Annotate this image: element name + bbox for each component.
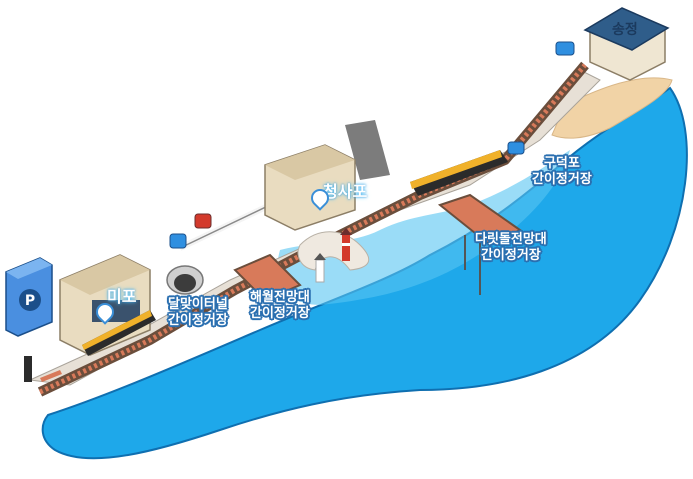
stop-label-line1: 구덕포	[543, 156, 580, 171]
cheongsapo-station-building	[264, 144, 356, 231]
stop-label-line1: 해월전망대	[250, 290, 310, 305]
train	[82, 310, 156, 356]
songjeong-station-building	[583, 7, 670, 81]
stop-label-line2: 간이정거장	[532, 172, 592, 188]
road	[345, 120, 390, 180]
sky-capsule	[507, 141, 525, 155]
beach	[551, 77, 673, 139]
haewol-pier	[233, 253, 302, 302]
train	[410, 150, 508, 196]
sky-capsule	[194, 213, 212, 229]
station-name-mipo: 미포	[107, 287, 137, 306]
stop-label-line1: 달맞이터널	[168, 297, 228, 312]
darittol-pier	[437, 193, 522, 247]
station-sign-mipo[interactable]: 미포	[107, 283, 136, 307]
sky-capsule	[555, 41, 575, 56]
stop-label-line2: 간이정거장	[168, 313, 228, 329]
stop-label-dalmaji[interactable]: 달맞이터널 간이정거장	[168, 297, 228, 330]
promenade-bench	[40, 370, 62, 382]
stop-label-line2: 간이정거장	[480, 248, 541, 264]
station-sign-cheongsapo[interactable]: 청사포	[323, 178, 367, 202]
station-name-songjeong: 송정	[612, 22, 638, 38]
lighthouse-icon	[314, 253, 326, 283]
parking-icon: P	[5, 257, 53, 337]
lighthouse-icon	[340, 228, 352, 261]
stop-label-line1: 다릿돌전망대	[475, 232, 547, 247]
stop-label-haewol[interactable]: 해월전망대 간이정거장	[250, 290, 310, 323]
station-name-cheongsapo: 청사포	[323, 182, 368, 201]
dalmaji-tunnel	[166, 265, 204, 295]
station-sign-songjeong[interactable]: 송정	[612, 19, 638, 39]
stop-label-line2: 간이정거장	[250, 306, 310, 322]
stop-label-darittol[interactable]: 다릿돌전망대 간이정거장	[475, 232, 547, 265]
stop-label-gudeokpo[interactable]: 구덕포 간이정거장	[532, 156, 592, 189]
sky-capsule	[169, 233, 187, 249]
svg-text:P: P	[25, 293, 35, 309]
rail-track-inner	[38, 63, 587, 395]
info-sign	[24, 356, 32, 382]
